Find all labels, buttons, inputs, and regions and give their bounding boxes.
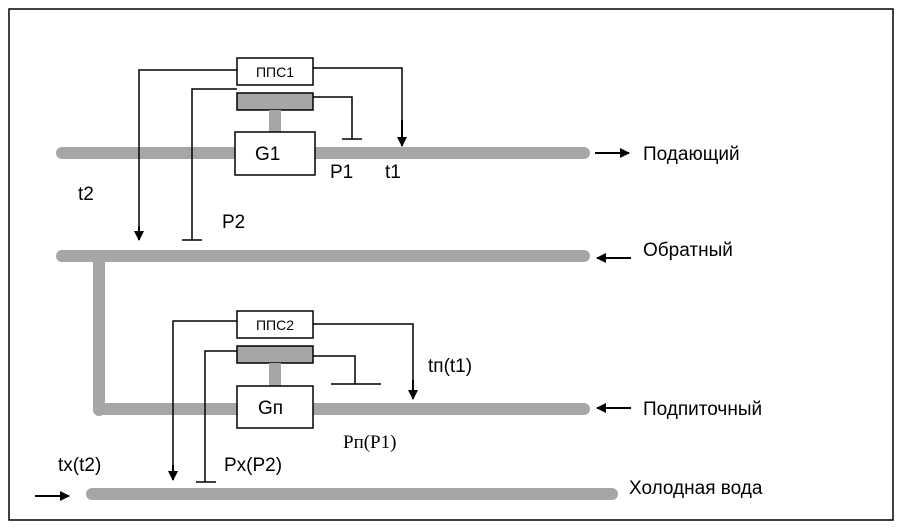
t2-wire (138, 69, 237, 236)
t2-label: t2 (78, 184, 94, 205)
px-label: Px(P2) (224, 455, 282, 476)
p2-label: P2 (222, 212, 245, 233)
p1-label: P1 (330, 162, 353, 183)
supply-label: Подающий (643, 144, 740, 165)
t1-label: t1 (385, 162, 401, 183)
p1-wire (313, 96, 353, 139)
g1-flowmeter (234, 131, 316, 176)
pps1-box (236, 57, 314, 86)
pp-label: Pп(P1) (343, 432, 396, 453)
pp-wire (313, 355, 356, 384)
outer-frame (8, 8, 894, 521)
pps1-label: ППС1 (256, 64, 294, 80)
cold-water-label: Холодная вода (629, 478, 763, 499)
pps1-sensor-block (236, 92, 314, 111)
return-label: Обратный (643, 240, 733, 261)
pps2-sensor-block (236, 345, 314, 364)
pps2-label: ППС2 (256, 317, 294, 333)
gp-flowmeter (236, 385, 314, 429)
gp-label: Gп (258, 398, 283, 419)
tx-wire (172, 320, 237, 475)
tp-label: tп(t1) (428, 356, 472, 377)
tp-wire (313, 323, 414, 392)
p2-wire (191, 88, 237, 240)
t1-wire (313, 67, 403, 130)
g1-label: G1 (255, 144, 280, 165)
px-wire (204, 350, 237, 482)
tx-label: tx(t2) (58, 455, 101, 476)
makeup-label: Подпиточный (643, 399, 762, 420)
pps2-box (236, 310, 314, 339)
